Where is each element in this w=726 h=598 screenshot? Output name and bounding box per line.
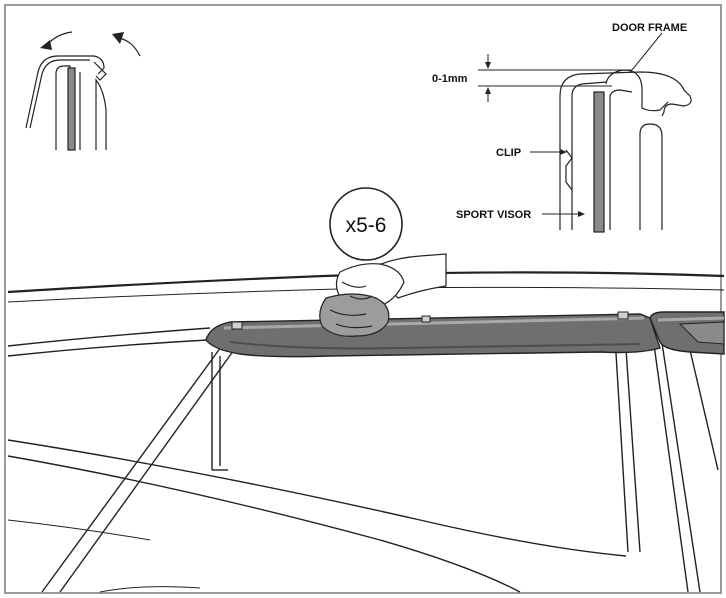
- arrowhead: [560, 149, 567, 155]
- visor-highlight: [657, 316, 725, 322]
- arrowhead: [112, 32, 124, 44]
- clip-tip: [93, 61, 107, 81]
- door-frame-label: DOOR FRAME: [612, 22, 687, 34]
- gap-label: 0-1mm: [432, 73, 468, 85]
- frame-part: [639, 123, 663, 230]
- clip-notch: [565, 149, 573, 191]
- frame-part: [55, 65, 71, 150]
- visor-strip: [67, 67, 76, 151]
- clip-inner: [571, 81, 607, 230]
- sport-visor-label: SPORT VISOR: [456, 209, 531, 221]
- badge-circle: [329, 187, 403, 261]
- mirror-edge: [99, 586, 201, 593]
- arrowhead: [485, 87, 491, 94]
- gap-dimension: [478, 54, 632, 102]
- body-crease: [7, 455, 521, 593]
- finger-line: [341, 281, 367, 288]
- front-sport-visor: [205, 311, 661, 358]
- cloth-fold: [329, 309, 367, 316]
- b-pillar-line: [623, 319, 641, 553]
- cloth-fold: [335, 323, 373, 329]
- clip-marker: [617, 311, 629, 320]
- rotate-arrow-right-icon: [117, 37, 141, 57]
- quantity-badge: x5-6: [329, 187, 403, 261]
- clip-detail-inset: [559, 69, 692, 233]
- visor-highlight: [223, 316, 645, 330]
- clip-outline: [559, 71, 692, 230]
- clip-marker: [421, 315, 431, 323]
- belt-line: [7, 439, 627, 557]
- door-frame-top: [605, 69, 669, 112]
- clip-label: CLIP: [496, 147, 521, 159]
- clip-inner: [29, 59, 90, 129]
- arrowhead: [485, 62, 491, 69]
- frame-part: [95, 78, 107, 150]
- door-frame-line: [7, 327, 211, 347]
- b-pillar-line: [651, 329, 689, 593]
- rear-window-line: [689, 349, 719, 471]
- b-pillar-line: [613, 319, 629, 553]
- rear-sport-visor: [649, 311, 725, 355]
- frame-border: [4, 4, 722, 594]
- arrowhead: [578, 211, 585, 217]
- clip-outline: [25, 55, 105, 129]
- visor-face: [678, 321, 725, 345]
- hand-with-cloth-icon: [319, 253, 447, 337]
- finger-line: [349, 295, 373, 300]
- clip-open-inset: [25, 31, 141, 151]
- door-frame-line: [7, 339, 209, 357]
- b-pillar-line: [659, 329, 701, 593]
- clip-marker: [231, 321, 243, 330]
- visor-strip: [593, 91, 605, 233]
- body-crease: [7, 519, 151, 541]
- visor-shadow: [229, 341, 641, 350]
- leader-lines: [530, 32, 663, 217]
- arrowhead: [40, 40, 52, 50]
- door-frame-leader: [631, 32, 663, 71]
- badge-count: x5-6: [346, 214, 387, 237]
- frame-part: [609, 89, 633, 230]
